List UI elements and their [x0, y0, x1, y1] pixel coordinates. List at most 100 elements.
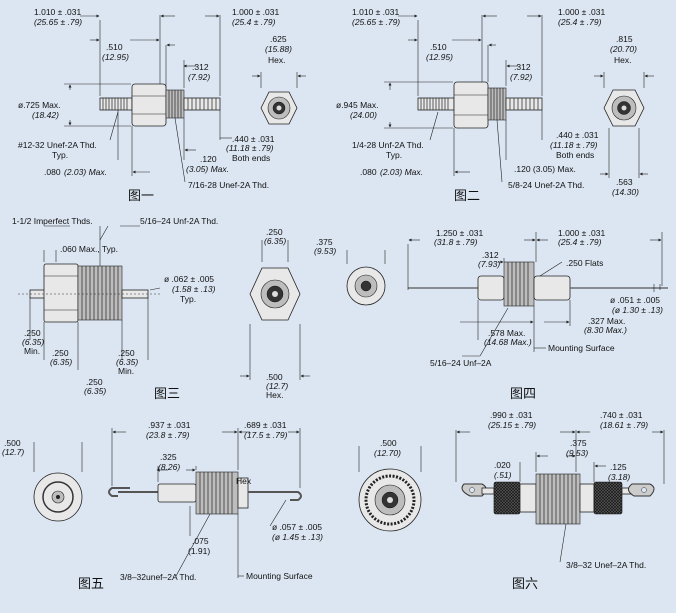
fig3-thread [77, 265, 123, 321]
fig3-dim-375: .375 [316, 237, 333, 247]
fig5-dim-325: .325 [160, 452, 177, 462]
fig6-dim-740-mm: (18.61 ± .79) [600, 420, 648, 430]
fig4-dim-051: ø .051 ± .005 [610, 295, 660, 305]
fig3-dim-062-mm: (1.58 ± .13) [172, 284, 216, 294]
fig2-dim-563-mm: (14.30) [612, 187, 639, 197]
fig4-dim-312: .312 [482, 250, 499, 260]
fig1-dim-overall: 1.010 ± .031 [34, 7, 81, 17]
fig4-dim-1000: 1.000 ± .031 [558, 228, 605, 238]
fig3-dim-250-top: .250 [266, 227, 283, 237]
fig1-both-ends: Both ends [232, 153, 270, 163]
fig1-hex-word: Hex. [268, 55, 285, 65]
fig1-dim-hex-mm: (15.88) [265, 44, 292, 54]
fig3-dim-500-mm: (12.7) [266, 381, 288, 391]
fig2-dim-hex-mm: (20.70) [610, 44, 637, 54]
fig5-thread: 3/8–32unef–2A Thd. [120, 572, 196, 582]
fig3-dim-250c-mm: (6.35) [116, 357, 138, 367]
fig6-dim-500-mm: (12.70) [374, 448, 401, 458]
fig3-dim-250c: .250 [118, 348, 135, 358]
fig3-imperfect-threads: 1-1/2 Imperfect Thds. [12, 216, 93, 226]
fig6-left-knurl [493, 481, 521, 515]
fig6-right-eyelet [628, 483, 655, 497]
fig6-dim-375-mm: (9.53) [566, 448, 588, 458]
fig5-dim-937: .937 ± .031 [148, 420, 191, 430]
fig6-dim-020: .020 [494, 460, 511, 470]
fig2-dim-right: 1.000 ± .031 [558, 7, 605, 17]
fig3-body [43, 263, 79, 323]
fig3-dim-500: .500 [266, 372, 283, 382]
fig1-dim-510-mm: (12.95) [102, 52, 129, 62]
fig3-dim-250b: .250 [52, 348, 69, 358]
fig3-drawing [18, 225, 386, 380]
fig4-dim-1250-mm: (31.8 ± .79) [434, 237, 478, 247]
fig2-dim-right-mm: (25.4 ± .79) [558, 17, 602, 27]
fig4-dim-327: .327 Max. [588, 316, 625, 326]
fig1-dim-440: .440 ± .031 [232, 134, 275, 144]
fig2-dim-510: .510 [430, 42, 447, 52]
fig2-dim-overall-mm: (25.65 ± .79) [352, 17, 400, 27]
fig6-dim-375: .375 [570, 438, 587, 448]
fig5-thread [195, 471, 239, 515]
fig3-thread: 5/16–24 Unf-2A Thd. [140, 216, 218, 226]
fig1-dim-312: .312 [192, 62, 209, 72]
fig6-caption: 图六 [512, 577, 538, 592]
fig3-hex-word: Hex. [266, 390, 283, 400]
fig5-dim-075: .075 [192, 536, 209, 546]
fig5-hex-word: Hex [236, 476, 252, 486]
fig2-dim-440: .440 ± .031 [556, 130, 599, 140]
fig2-dim-080-mm: (2.03) Max. [380, 167, 423, 177]
fig1-dim-hex: .625 [270, 34, 287, 44]
fig4-dim-578: .578 Max. [488, 328, 525, 338]
fig5-right-hook [290, 491, 302, 501]
fig5-caption: 图五 [78, 577, 104, 592]
fig4-mounting-surface: Mounting Surface [548, 343, 615, 353]
fig5-left-hook [108, 487, 130, 497]
fig2-dim-dia: ø.945 Max. [336, 100, 379, 110]
fig5-dim-075-mm: (1.91) [188, 546, 210, 556]
fig4-flats: .250 Flats [566, 258, 603, 268]
fig4-flats [533, 275, 571, 301]
fig5-body [157, 483, 197, 503]
fig1-dim-080: .080 [44, 167, 61, 177]
fig2-thread-large: 5/8-24 Unef-2A Thd. [508, 180, 584, 190]
fig1-drawing [64, 14, 306, 183]
fig4-dim-051-mm: (ø 1.30 ± .13) [612, 305, 663, 315]
fig2-hex-nut [453, 81, 489, 129]
fig3-dim-250-top-mm: (6.35) [264, 236, 286, 246]
fig1-dim-510: .510 [106, 42, 123, 52]
fig6-dim-740: .740 ± .031 [600, 410, 643, 420]
fig1-caption: 图一 [128, 189, 154, 204]
fig2-dim-510-mm: (12.95) [426, 52, 453, 62]
fig1-dim-120-mm: (3.05) Max. [186, 164, 229, 174]
fig6-dim-125: .125 [610, 462, 627, 472]
fig2-caption: 图二 [454, 189, 480, 204]
fig5-dim-937-mm: (23.8 ± .79) [146, 430, 190, 440]
fig6-thread: 3/8–32 Unef–2A Thd. [566, 560, 646, 570]
fig6-dim-990: .990 ± .031 [490, 410, 533, 420]
fig5-dim-689-mm: (17.5 ± .79) [244, 430, 288, 440]
fig1-typ: Typ. [52, 150, 68, 160]
fig4-body [477, 275, 505, 301]
fig2-dim-080: .080 [360, 167, 377, 177]
fig6-dim-990-mm: (25.15 ± .79) [488, 420, 536, 430]
fig3-min-c: Min. [118, 366, 134, 376]
fig3-min-a: Min. [24, 346, 40, 356]
fig2-dim-hex: .815 [616, 34, 633, 44]
fig3-dim-250b-mm: (6.35) [50, 357, 72, 367]
fig1-dim-overall-mm: (25.65 ± .79) [34, 17, 82, 27]
fig2-both-ends: Both ends [556, 150, 594, 160]
fig2-dim-440-mm: (11.18 ± .79) [550, 140, 598, 150]
fig1-thread-small: #12-32 Unef-2A Thd. [18, 140, 97, 150]
fig2-thread-small: 1/4-28 Unf-2A Thd. [352, 140, 424, 150]
fig1-left-threads [102, 98, 128, 110]
fig3-dim-060: .060 Max., Typ. [60, 244, 118, 254]
fig1-hex-nut [131, 83, 167, 127]
fig2-dim-563: .563 [616, 177, 633, 187]
fig3-dim-250d-mm: (6.35) [84, 386, 106, 396]
fig3-dim-250d: .250 [86, 377, 103, 387]
fig5-drawing [33, 428, 302, 578]
fig4-thread [503, 261, 535, 307]
fig1-dim-dia-mm: (18.42) [32, 110, 59, 120]
